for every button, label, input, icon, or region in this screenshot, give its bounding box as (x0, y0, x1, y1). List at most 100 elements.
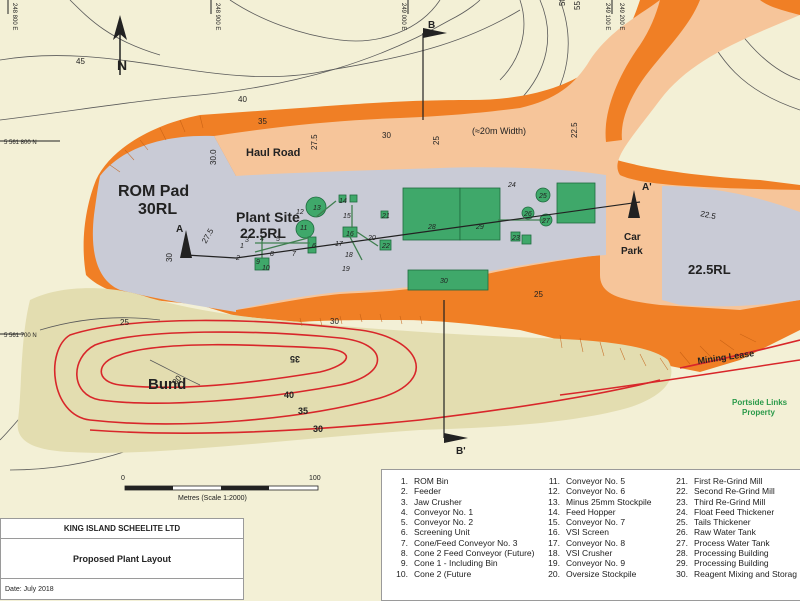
contour-label: 45 (76, 57, 85, 66)
contour-label: 25 (120, 318, 129, 327)
road-width-label: (≈20m Width) (472, 126, 526, 136)
legend-item-label: Feeder (414, 486, 441, 497)
legend-item-label: Tails Thickener (694, 517, 751, 528)
legend-item-number: 19. (548, 558, 560, 569)
scale-tick-100: 100 (309, 475, 321, 482)
legend-item-number: 29. (676, 558, 688, 569)
contour-label: 30 (313, 424, 323, 434)
facility-number: 17 (335, 241, 344, 248)
map-labels: N B B' A A' ROM Pad 30RL Plant Site 22.5… (4, 3, 788, 502)
facility-number: 29 (475, 224, 484, 231)
contour-label: 30 (165, 253, 174, 262)
facility-number: 13 (313, 205, 321, 212)
facility-number: 5 (276, 236, 280, 243)
legend-item: 20.Oversize Stockpile (542, 569, 652, 579)
contour-label: 30 (330, 317, 339, 326)
legend-item-number: 21. (676, 476, 688, 486)
legend-item-number: 15. (548, 517, 560, 528)
contour-label: 35 (290, 354, 300, 364)
section-a-prime-label: A' (642, 182, 652, 193)
legend-item-label: Cone 1 - Including Bin (414, 558, 498, 569)
legend-item-label: Cone 2 Feed Conveyor (Future) (414, 548, 535, 559)
east-pad-rl-label: 22.5RL (688, 262, 731, 277)
legend-item: 13.Minus 25mm Stockpile (542, 496, 651, 507)
legend-item: 8.Cone 2 Feed Conveyor (Future) (390, 548, 535, 559)
legend-item-label: ROM Bin (414, 476, 449, 486)
legend-item-label: VSI Crusher (566, 548, 613, 559)
facility-number: 1 (240, 243, 244, 250)
facility-number: 14 (339, 198, 347, 205)
grid-easting-1: 248 800 E (11, 3, 17, 30)
north-label: N (117, 57, 127, 73)
contour-label: 40 (238, 95, 247, 104)
legend-item: 30. Reagent Mixing and Storag (670, 569, 797, 579)
facility-number: 2 (235, 255, 240, 262)
grid-northing-2: 5 561 700 N (4, 333, 37, 339)
legend-item-label: Raw Water Tank (694, 527, 756, 538)
legend-item-number: 25. (676, 517, 688, 528)
legend-item-label: Conveyor No. 7 (566, 517, 626, 528)
legend-item: 2.Feeder (390, 486, 534, 496)
legend-item: 28.Processing Building (670, 548, 797, 558)
facility-number: 4 (260, 236, 264, 243)
legend-item-number: 27. (676, 537, 688, 548)
legend-item-number: 22. (676, 486, 688, 497)
drawing-title: Proposed Plant Layout (1, 539, 243, 579)
grid-easting-5: 249 200 E (618, 3, 624, 30)
legend-item-label: Feed Hopper (566, 506, 616, 517)
facility-number: 19 (342, 266, 350, 273)
legend-item-number: 23. (676, 496, 688, 507)
contour-label: 27.5 (310, 134, 319, 150)
legend-item-number: 12. (548, 486, 560, 497)
bund-contours (39, 317, 800, 435)
rom-pad-label: ROM Pad (118, 183, 189, 200)
legend-item-number: 1. (400, 476, 408, 486)
legend-item-number: 13. (548, 496, 560, 507)
legend-item: 17.Conveyor No. 8 (542, 538, 652, 548)
legend-item-number: 10. (396, 568, 408, 579)
facility-number: 10 (262, 265, 270, 272)
legend-item-label: Reagent Mixing and Storag (694, 568, 798, 579)
section-a-label: A (176, 224, 183, 235)
car-park-label-line2: Park (621, 246, 643, 257)
facility-number: 12 (296, 209, 304, 216)
facility-number: 3 (245, 237, 249, 244)
legend-item: 29.Processing Building (670, 558, 797, 568)
legend-item-number: 3. (400, 496, 408, 507)
legend-item: 21. First Re-Grind Mill (670, 476, 797, 486)
legend-item: 27.Process Water Tank (670, 538, 797, 548)
legend-item: 11.Conveyor No. 5 (542, 476, 652, 486)
rom-pad-rl-label: 30RL (138, 201, 177, 218)
haul-road-label: Haul Road (246, 147, 300, 159)
contour-label: 55 (573, 1, 582, 10)
legend-item-label: Conveyor No. 8 (566, 537, 626, 548)
contour-label: 30.0 (209, 149, 218, 165)
plant-site-rl-label: 22.5RL (240, 225, 286, 241)
legend-item-label: Conveyor No. 6 (566, 486, 626, 497)
facility-number: 21 (381, 213, 390, 220)
legend-item-label: Processing Building (694, 548, 769, 559)
legend-item-label: Cone 2 (Future (414, 568, 472, 579)
bund-area (17, 288, 672, 453)
facility-number: 23 (511, 235, 520, 242)
legend-item-number: 30. (676, 568, 688, 579)
legend-item-label: First Re-Grind Mill (694, 476, 763, 486)
facility-number: 9 (256, 259, 260, 266)
grid-easting-2: 248 900 E (214, 3, 220, 30)
plant-buildings (254, 182, 596, 291)
contour-label: 35 (258, 117, 267, 126)
contour-label: 50 (558, 0, 567, 6)
scale-caption: Metres (Scale 1:2000) (178, 495, 247, 502)
facility-number: 20 (367, 235, 376, 242)
facility-number: 7 (292, 251, 297, 258)
facility-number: 28 (427, 224, 436, 231)
legend-item-label: Screening Unit (414, 527, 470, 538)
legend-item: 15. Conveyor No. 7 (542, 517, 652, 527)
legend-item-number: 11. (548, 476, 560, 486)
mining-lease-line (559, 359, 800, 396)
legend-item-number: 9. (400, 558, 408, 569)
grid-easting-3: 249 000 E (400, 3, 406, 30)
